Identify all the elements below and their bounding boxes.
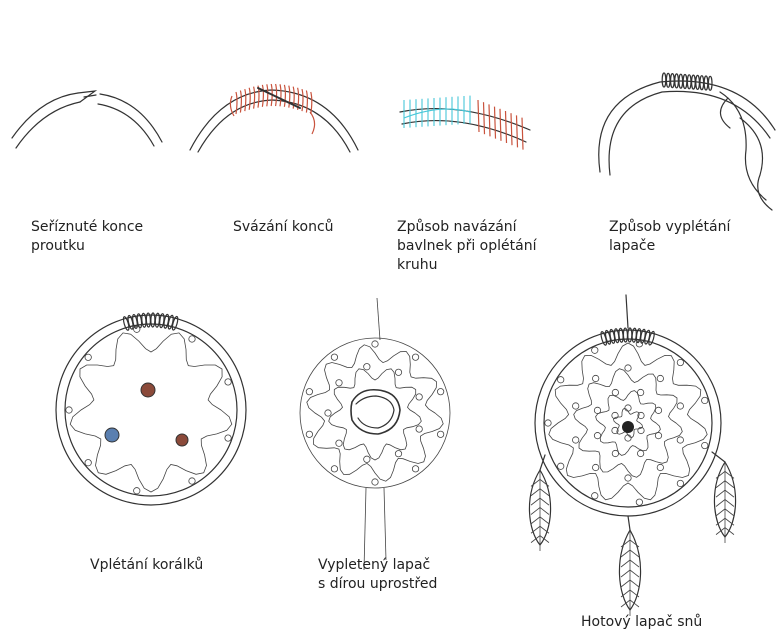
bead xyxy=(105,428,119,442)
caption-step6: Vypletený lapač s dírou uprostřed xyxy=(318,556,468,594)
step2-binding-drawing xyxy=(190,84,358,152)
bead xyxy=(176,434,188,446)
step3-thread-method-drawing xyxy=(400,96,530,150)
caption-step3: Způsob navázání bavlnek při oplétání kru… xyxy=(397,218,567,275)
caption-step1: Seříznuté konce proutku xyxy=(31,218,171,256)
caption-step4: Způsob vyplétání lapače xyxy=(609,218,779,256)
caption-step2: Svázání konců xyxy=(233,218,353,237)
step4-weaving-method-drawing xyxy=(599,73,775,210)
step7-finished-drawing xyxy=(529,295,735,616)
step5-beads-drawing xyxy=(56,313,246,505)
step6-woven-catcher-drawing xyxy=(300,298,450,570)
caption-step7: Hotový lapač snů xyxy=(581,613,721,632)
caption-step5: Vplétání korálků xyxy=(90,556,230,575)
bead xyxy=(141,383,155,397)
step1-cut-rod-drawing xyxy=(12,91,162,148)
